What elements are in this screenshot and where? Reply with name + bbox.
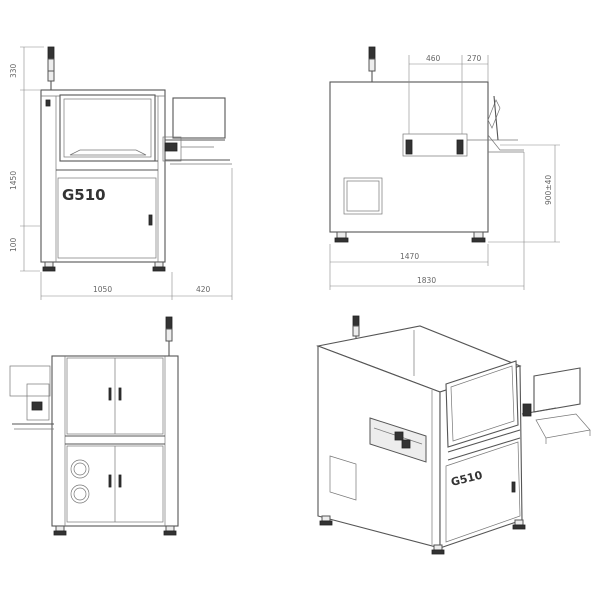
- dim-460: 460: [426, 54, 441, 63]
- dim-width-extension: 420: [196, 285, 211, 294]
- dim-total: 1830: [417, 276, 436, 285]
- side-access-hatch: [329, 455, 357, 501]
- signal-tower-icon: [165, 316, 173, 356]
- signal-tower-icon: [47, 46, 55, 91]
- dim-width-body: 1050: [93, 285, 112, 294]
- machine-feet: [53, 525, 177, 536]
- machine-feet: [42, 261, 166, 272]
- rear-side-monitor: [9, 365, 51, 397]
- side-access-hatch: [343, 177, 383, 215]
- front-view: G510 330 1450 100 1050 420: [9, 46, 233, 300]
- rear-view: [9, 316, 179, 536]
- lower-cabinet-door: [57, 177, 157, 259]
- fan-icon: [70, 459, 90, 504]
- machine-feet: [334, 231, 486, 243]
- front-window: [59, 94, 156, 162]
- dim-height-total: 1450: [9, 171, 18, 190]
- side-view: 460 270 900±40 1470 1830: [329, 46, 560, 290]
- perspective-view: G510: [315, 315, 591, 555]
- dim-base: 1470: [400, 252, 419, 261]
- side-monitor: [172, 97, 226, 139]
- dim-height: 900±40: [544, 175, 553, 205]
- model-label: G510: [62, 186, 106, 204]
- dim-height-top: 330: [9, 63, 18, 78]
- side-monitor: [533, 367, 581, 413]
- signal-tower-icon: [368, 46, 376, 82]
- dim-height-foot: 100: [9, 237, 18, 252]
- dim-270: 270: [467, 54, 482, 63]
- machine-feet: [319, 515, 526, 555]
- conveyor-slot: [402, 133, 468, 157]
- lower-cabinet-door: [445, 441, 521, 543]
